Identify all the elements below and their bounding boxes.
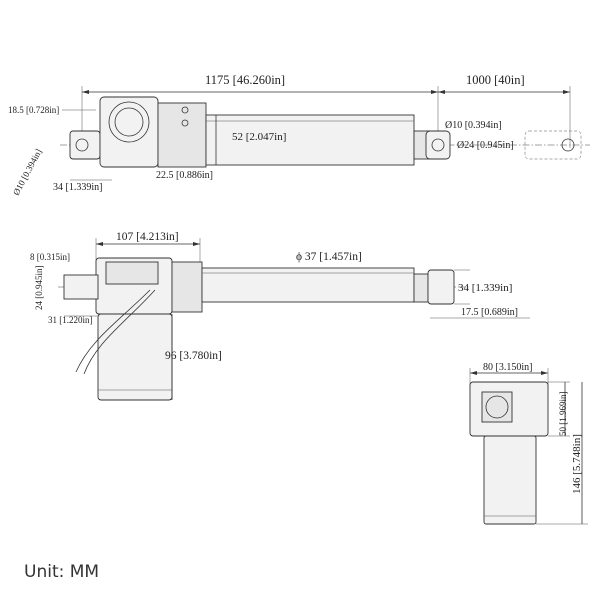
motor-96-label: 96 [3.780in] xyxy=(165,350,222,362)
side-view: 107 [4.213in] ϕ 37 [1.457in] 8 [0.315in]… xyxy=(30,231,530,401)
top-view: 1175 [46.260in] 1000 [40in] 18.5 [0.728i… xyxy=(8,73,590,197)
len-107-label: 107 [4.213in] xyxy=(116,231,179,243)
dia-37-label: ϕ 37 [1.457in] xyxy=(296,251,362,263)
len-22-label: 22.5 [0.886in] xyxy=(156,170,213,181)
gearbox-housing xyxy=(99,96,159,168)
width-24-label: Ø24 [0.945in] xyxy=(457,140,514,151)
rear-clevis xyxy=(69,130,101,160)
len-34-label: 34 [1.339in] xyxy=(53,182,102,193)
unit-label: Unit: MM xyxy=(24,562,100,582)
body-52-label: 52 [2.047in] xyxy=(232,131,286,143)
rod-17-label: 17.5 [0.689in] xyxy=(461,307,518,318)
offset-18-label: 18.5 [0.728in] xyxy=(8,105,59,115)
rod-34-label: 34 [1.339in] xyxy=(458,282,512,294)
height-146-label: 146 [5.748in] xyxy=(571,434,583,494)
height-50-label: 50 [1.969in] xyxy=(558,392,568,437)
outer-tube xyxy=(205,114,415,166)
hole-left-label: Ø10 [0.394in] xyxy=(11,147,44,197)
overall-length-label: 1175 [46.260in] xyxy=(205,73,285,87)
end-view: 80 [3.150in] 50 [1.969in] 146 [5.748in] xyxy=(469,362,588,525)
slot-8-label: 8 [0.315in] xyxy=(30,252,70,262)
hole-right-label: Ø10 [0.394in] xyxy=(445,120,502,131)
stroke-label: 1000 [40in] xyxy=(466,73,525,87)
motor xyxy=(97,313,173,401)
side-outer-tube xyxy=(201,267,415,303)
end-motor xyxy=(483,435,537,525)
slot-24-label: 24 [0.945in] xyxy=(34,266,44,311)
len-31-label: 31 [1.220in] xyxy=(48,315,93,325)
width-80-label: 80 [3.150in] xyxy=(483,362,532,373)
side-rod-end xyxy=(427,269,455,305)
